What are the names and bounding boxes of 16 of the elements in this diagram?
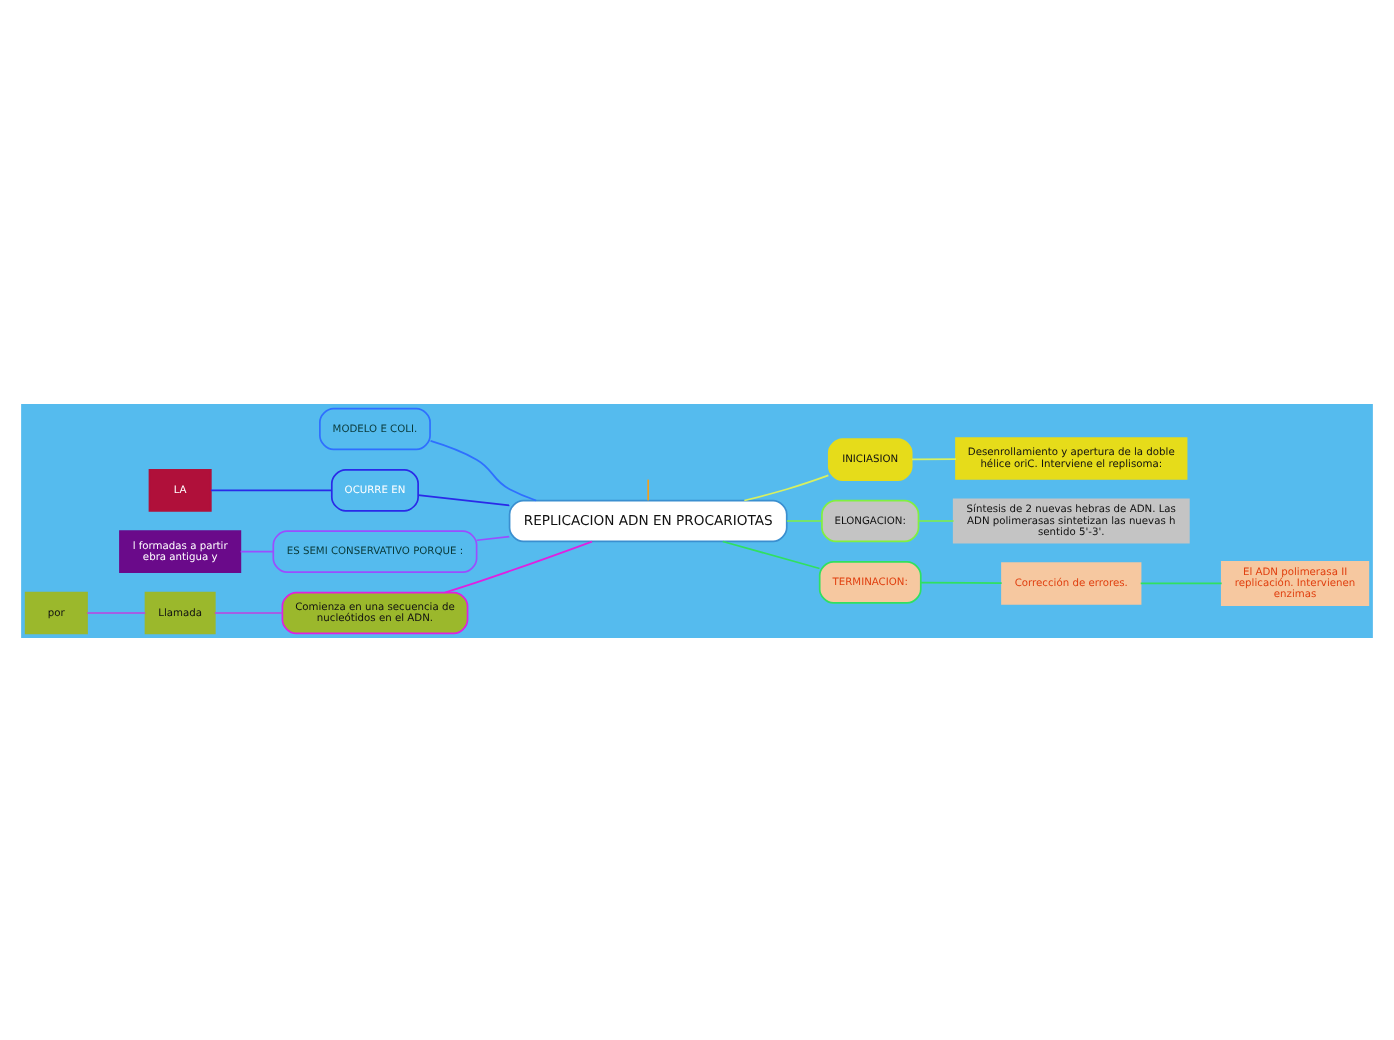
connector <box>786 519 823 521</box>
connector <box>743 473 830 501</box>
connector <box>920 580 1003 583</box>
connector <box>417 493 511 506</box>
connector <box>86 611 147 613</box>
connector <box>210 488 333 491</box>
connector <box>429 439 537 501</box>
connector <box>476 534 511 541</box>
connector <box>239 549 275 552</box>
connector <box>213 611 284 613</box>
connector <box>918 519 955 521</box>
connector <box>1139 581 1223 584</box>
connector <box>911 457 957 460</box>
connector <box>721 539 821 569</box>
connector <box>444 539 593 593</box>
connector <box>647 477 649 501</box>
